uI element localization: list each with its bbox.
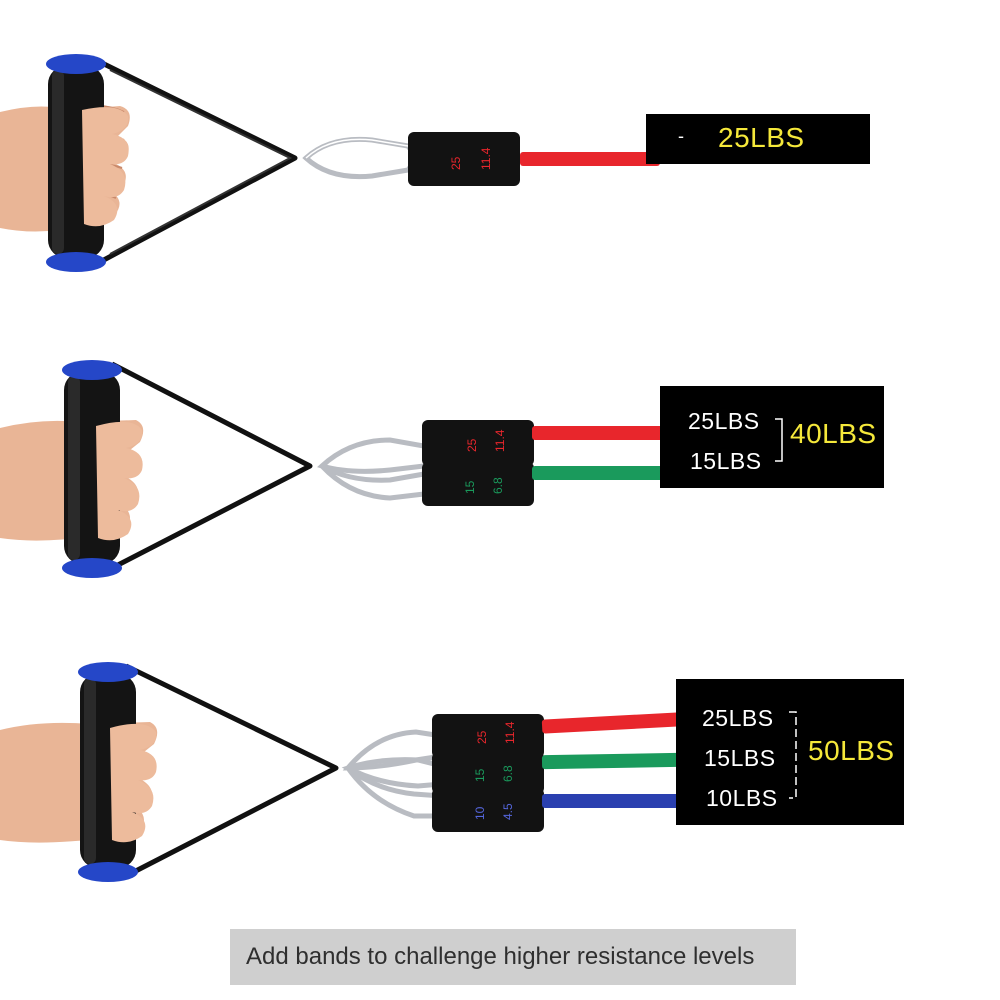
band-resistance-item: 10LBS	[706, 785, 778, 811]
label-dash: -	[678, 126, 685, 146]
handle-cap-top	[78, 662, 138, 682]
red-band	[520, 152, 660, 166]
red-band	[541, 712, 681, 734]
sleeve-lbs-value: 15	[463, 480, 477, 494]
handle-cap-top	[62, 360, 122, 380]
handle-strap	[124, 663, 339, 879]
sleeve-lbs-value: 25	[465, 438, 479, 452]
caption-banner: Add bands to challenge higher resistance…	[230, 929, 796, 985]
sum-bracket	[775, 418, 783, 462]
band-sleeves	[422, 420, 534, 506]
sleeve-kg-value: 11.4	[503, 721, 517, 744]
handle-cap-bottom	[62, 558, 122, 578]
band-resistance-item: 25LBS	[688, 408, 760, 434]
carabiner	[302, 136, 416, 180]
sleeve-kg-value: 11.4	[493, 429, 507, 452]
carabiners	[317, 437, 431, 501]
green-band	[541, 752, 681, 770]
sleeve-kg-value: 6.8	[501, 765, 515, 782]
handle-strap	[98, 59, 298, 265]
handle-cap-top	[46, 54, 106, 74]
total-resistance: 50LBS	[808, 735, 895, 766]
band-resistance-item: 15LBS	[690, 448, 762, 474]
handle-strap	[110, 361, 313, 571]
band-sleeves	[432, 714, 544, 832]
carabiners	[341, 729, 449, 819]
band-resistance-item: 15LBS	[704, 745, 776, 771]
band-sleeve	[408, 132, 520, 186]
band-resistance-item: 25LBS	[702, 705, 774, 731]
sleeve-kg-value: 6.8	[491, 477, 505, 494]
sleeve-lbs-value: 10	[473, 806, 487, 820]
handle-cap-bottom	[46, 252, 106, 272]
panel-3-illustration: 25 11.4 15 6.8 10 4.5	[0, 662, 681, 882]
blue-band	[542, 794, 680, 808]
red-band	[532, 426, 670, 440]
caption-text: Add bands to challenge higher resistance…	[246, 943, 755, 970]
resistance-label-3: 25LBS 15LBS 10LBS 50LBS	[676, 679, 904, 825]
green-band	[532, 466, 670, 480]
total-resistance: 25LBS	[718, 122, 805, 153]
sleeve-kg-value: 11.4	[479, 147, 493, 170]
sleeve-kg-value: 4.5	[501, 803, 515, 820]
sum-bracket	[789, 711, 797, 799]
handle-cap-bottom	[78, 862, 138, 882]
total-resistance: 40LBS	[790, 418, 877, 449]
panel-1-illustration: 25 11.4	[0, 54, 660, 272]
resistance-label-1: - 25LBS	[646, 114, 870, 164]
sleeve-lbs-value: 25	[449, 156, 463, 170]
sleeve-lbs-value: 15	[473, 768, 487, 782]
sleeve-lbs-value: 25	[475, 730, 489, 744]
resistance-label-2: 25LBS 15LBS 40LBS	[660, 386, 884, 488]
panel-2-illustration: 25 11.4 15 6.8	[0, 360, 670, 578]
